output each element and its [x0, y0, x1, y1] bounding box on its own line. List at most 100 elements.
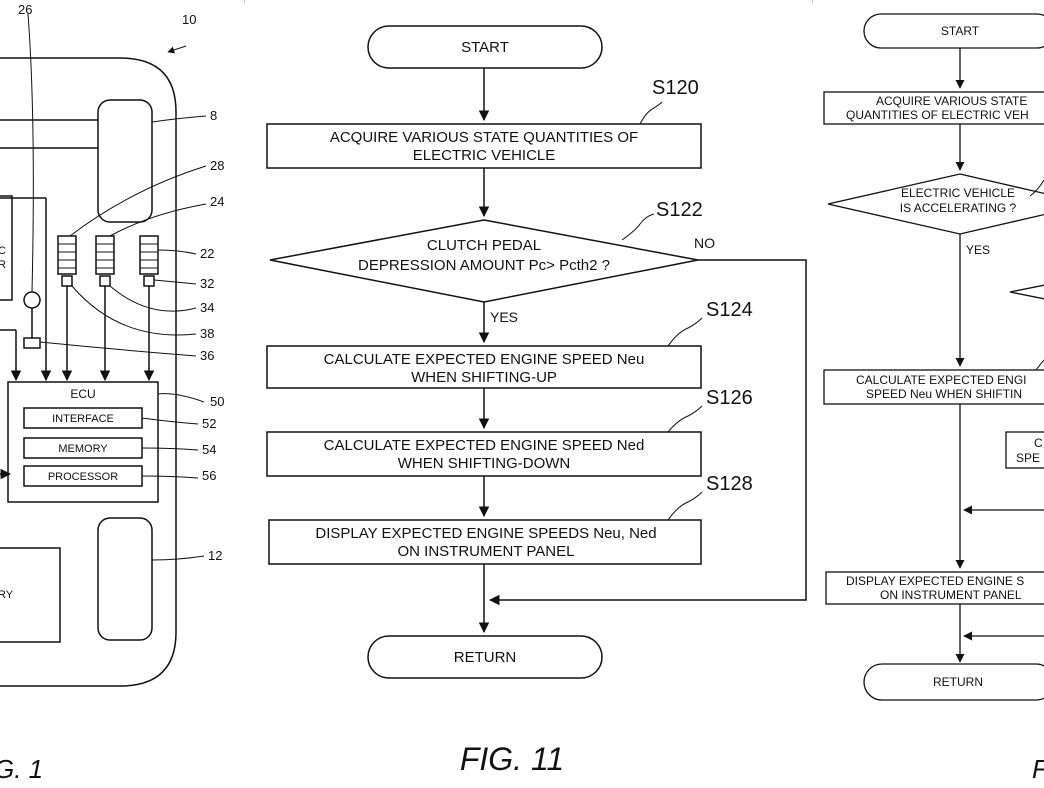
ref-50: 50	[210, 394, 224, 409]
s122-text-1: CLUTCH PEDAL	[427, 237, 541, 254]
leader-34	[109, 285, 197, 312]
partial-text-c: C	[0, 245, 6, 257]
right-acquire-1: ACQUIRE VARIOUS STATE	[876, 94, 1027, 108]
memory-label: MEMORY	[58, 443, 108, 455]
pedal-22	[139, 235, 159, 275]
leader-s124	[667, 317, 703, 347]
battery-box-partial	[0, 547, 61, 643]
ecu-box	[7, 381, 159, 503]
leader-50	[157, 393, 205, 403]
no-label: NO	[694, 235, 715, 251]
leader-s122	[621, 213, 655, 241]
sensor-32a	[99, 275, 111, 287]
s126-text-2: WHEN SHIFTING-DOWN	[398, 455, 570, 472]
partial-text-r: R	[0, 259, 6, 271]
return-terminal	[367, 635, 603, 679]
ref-26: 26	[18, 2, 32, 17]
partial-text-ry: RY	[0, 589, 14, 601]
right-partial-box	[1005, 431, 1044, 469]
ref-22: 22	[200, 246, 214, 261]
return-label: RETURN	[454, 649, 517, 666]
right-fig-caption: F	[1032, 754, 1044, 783]
s128-ref: S128	[706, 473, 753, 495]
leader-54	[141, 447, 199, 451]
ecu-label: ECU	[70, 387, 95, 401]
panel-edge-1	[244, 0, 245, 4]
ref-34: 34	[200, 300, 214, 315]
leader-56	[141, 475, 199, 479]
leader-38	[71, 285, 197, 336]
s120-ref: S120	[652, 77, 699, 99]
right-decision-2: IS ACCELERATING ?	[900, 201, 1017, 215]
ref-32: 32	[200, 276, 214, 291]
ref-52: 52	[202, 416, 216, 431]
fig-right-labels: START ACQUIRE VARIOUS STATE QUANTITIES O…	[846, 24, 1044, 784]
arrow-no-path	[488, 259, 807, 606]
s122-text-2: DEPRESSION AMOUNT Pc> Pcth2 ?	[358, 257, 610, 274]
ref-56: 56	[202, 468, 216, 483]
leader-12	[151, 555, 205, 561]
right-start-terminal	[863, 13, 1044, 49]
right-acquire-box	[823, 91, 1044, 125]
ref-28: 28	[210, 158, 224, 173]
start-label: START	[461, 39, 509, 56]
leader-26	[27, 13, 34, 293]
right-display-2: ON INSTRUMENT PANEL	[880, 588, 1022, 602]
leader-28	[69, 165, 207, 237]
leader-s126	[667, 405, 703, 433]
shift-knob	[23, 291, 41, 309]
fig1-labels: 26 10 8 28 24 22 32 34 38 36 50 52 54 56…	[0, 2, 224, 784]
processor-label: PROCESSOR	[48, 471, 118, 483]
fig1-panel	[0, 13, 207, 687]
leader-8	[151, 115, 207, 123]
wheel-front	[97, 99, 153, 223]
right-leader-2	[1035, 359, 1044, 371]
s128-box	[268, 519, 702, 565]
fig11-caption: FIG. 11	[460, 741, 564, 777]
leader-36	[39, 341, 197, 357]
ref-12: 12	[208, 548, 222, 563]
right-decision-1: ELECTRIC VEHICLE	[901, 186, 1015, 200]
right-start-label: START	[941, 24, 980, 38]
ref-54: 54	[202, 442, 216, 457]
sensor-32	[143, 275, 155, 287]
leader-32	[153, 279, 197, 285]
fig-right-shapes	[823, 13, 1044, 701]
s120-text-1: ACQUIRE VARIOUS STATE QUANTITIES OF	[330, 129, 638, 146]
s120-text-2: ELECTRIC VEHICLE	[413, 147, 556, 164]
sensor-34	[61, 275, 73, 287]
fig11-shapes	[266, 25, 807, 679]
leader-24	[109, 203, 207, 237]
ref-36: 36	[200, 348, 214, 363]
leader-52	[141, 417, 199, 425]
right-partial-spe: SPE	[1016, 451, 1040, 465]
right-display-box	[825, 571, 1044, 605]
right-calc-1: CALCULATE EXPECTED ENGI	[856, 373, 1026, 387]
ref-10: 10	[182, 12, 196, 27]
leader-10	[167, 45, 187, 54]
start-terminal	[367, 25, 603, 69]
leader-22	[157, 249, 197, 255]
shift-sensor	[23, 337, 41, 349]
motor-box-partial	[0, 195, 13, 301]
right-partial-decision	[1009, 284, 1044, 300]
ref-8: 8	[210, 108, 217, 123]
interface-label: INTERFACE	[52, 413, 114, 425]
s126-ref: S126	[706, 387, 753, 409]
ref-38: 38	[200, 326, 214, 341]
right-return-label: RETURN	[933, 675, 983, 689]
vehicle-body-outline	[0, 57, 177, 687]
right-partial-c: C	[1034, 436, 1043, 450]
pedal-24	[95, 235, 115, 275]
s126-text-1: CALCULATE EXPECTED ENGINE SPEED Ned	[324, 437, 645, 454]
yes-label: YES	[490, 309, 518, 325]
right-calc-box	[823, 369, 1044, 405]
panel-edge-2	[812, 0, 813, 4]
s124-ref: S124	[706, 299, 753, 321]
leader-s120	[639, 101, 663, 125]
right-leader-1	[1029, 179, 1044, 197]
s128-text-2: ON INSTRUMENT PANEL	[398, 543, 575, 560]
pedal-28	[57, 235, 77, 275]
